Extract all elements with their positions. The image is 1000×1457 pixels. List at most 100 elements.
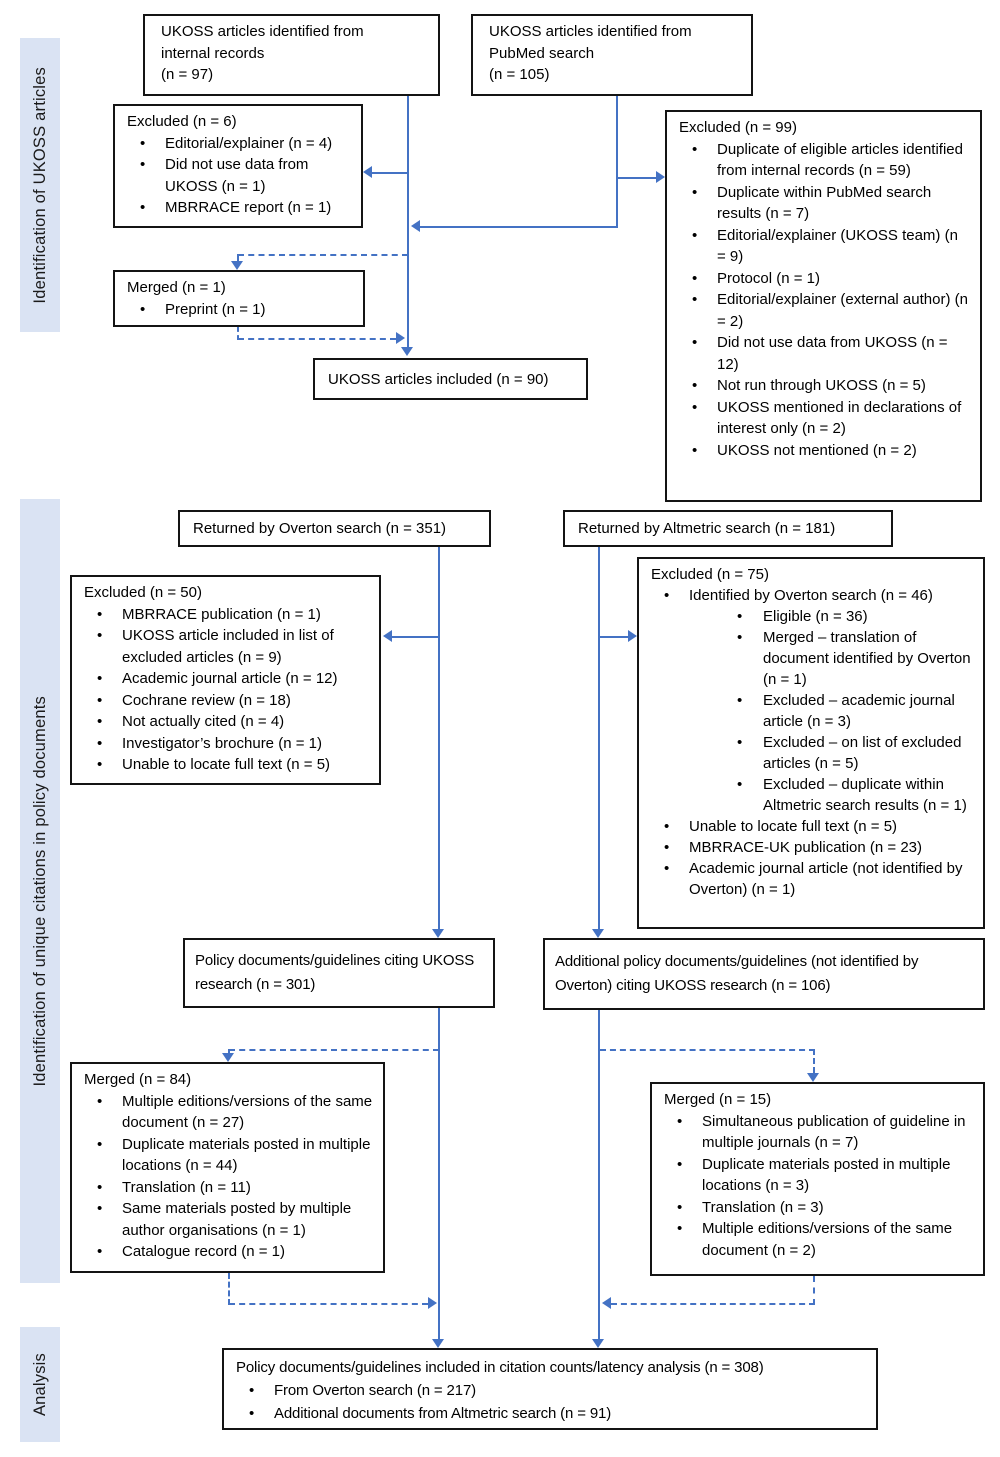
box-text: UKOSS articles included (n = 90) — [328, 370, 549, 388]
sub-bullet-item: Excluded – on list of excluded articles … — [649, 732, 973, 774]
arrowhead-merged15-return — [602, 1297, 611, 1309]
arrowhead-analysis-left — [432, 1339, 444, 1348]
dashed-to-merged1-v — [237, 254, 239, 262]
box-line: (n = 97) — [161, 66, 214, 83]
dashed-from-merged1-h — [238, 338, 396, 340]
sub-bullet-item: Eligible (n = 36) — [649, 606, 973, 627]
arrowhead-analysis-right — [592, 1339, 604, 1348]
box-title: Excluded (n = 50) — [84, 584, 202, 601]
bullet-item: Simultaneous publication of guideline in… — [662, 1111, 973, 1154]
box-ukoss-articles-included: UKOSS articles included (n = 90) — [313, 358, 588, 400]
box-title: Merged (n = 1) — [127, 279, 226, 296]
bullet-item: Did not use data from UKOSS (n = 1) — [125, 154, 351, 197]
arrowhead-pubmed-to-main — [411, 220, 420, 232]
box-additional-policy-documents-106: Additional policy documents/guidelines (… — [543, 938, 985, 1010]
bullet-item: UKOSS article included in list of exclud… — [82, 625, 369, 668]
box-title: Excluded (n = 99) — [679, 119, 797, 136]
dashed-to-merged84-v — [228, 1049, 230, 1054]
box-pubmed-search: UKOSS articles identified from PubMed se… — [471, 14, 753, 96]
bullet-item: Duplicate within PubMed search results (… — [677, 182, 970, 225]
bullet-item: Multiple editions/versions of the same d… — [82, 1091, 373, 1134]
bullet-item: Protocol (n = 1) — [677, 268, 970, 290]
stage-label: Analysis — [30, 1352, 49, 1417]
box-title: Excluded (n = 6) — [127, 113, 237, 130]
arrowhead-included90 — [401, 347, 413, 356]
bullet-item: Catalogue record (n = 1) — [82, 1241, 373, 1263]
bullet-item: Duplicate of eligible articles identifie… — [677, 139, 970, 182]
connector-pubmed-to-main — [419, 226, 617, 228]
stage-bar-identification-ukoss-articles: Identification of UKOSS articles — [20, 38, 60, 332]
arrowhead-excluded50 — [383, 630, 392, 642]
connector-to-excluded6 — [370, 172, 408, 174]
bullet-item: Not actually cited (n = 4) — [82, 711, 369, 733]
bullet-item: Translation (n = 3) — [662, 1197, 973, 1219]
connector-to-excluded75 — [600, 636, 628, 638]
arrowhead-merged15 — [807, 1073, 819, 1082]
bullet-item: MBRRACE report (n = 1) — [125, 197, 351, 219]
bullet-item: Unable to locate full text (n = 5) — [82, 754, 369, 776]
connector-policy301-down — [438, 1008, 440, 1341]
stage-label: Identification of UKOSS articles — [30, 66, 49, 304]
arrowhead-additional106 — [592, 929, 604, 938]
bullet-item: Did not use data from UKOSS (n = 12) — [677, 332, 970, 375]
arrowhead-excluded6 — [363, 166, 372, 178]
dashed-to-merged1-h — [238, 254, 408, 256]
dashed-to-merged15-h — [600, 1049, 815, 1051]
bullet-item: From Overton search (n = 217) — [234, 1379, 866, 1402]
bullet-item: Unable to locate full text (n = 5) — [649, 816, 973, 837]
box-line: (n = 105) — [489, 66, 550, 83]
arrowhead-merged84-return — [428, 1297, 437, 1309]
connector-internal-down — [407, 96, 409, 349]
box-merged-15: Merged (n = 15) Simultaneous publication… — [650, 1082, 985, 1276]
box-line: UKOSS articles identified from — [161, 23, 364, 40]
dashed-from-merged15-v — [813, 1276, 815, 1305]
bullet-item: Investigator’s brochure (n = 1) — [82, 733, 369, 755]
box-title: Merged (n = 15) — [664, 1091, 772, 1108]
connector-pubmed-down — [616, 96, 618, 228]
bullet-item: UKOSS mentioned in declarations of inter… — [677, 397, 970, 440]
dashed-from-merged15-h — [611, 1303, 815, 1305]
stage-bar-identification-citations: Identification of unique citations in po… — [20, 499, 60, 1283]
arrowhead-excluded99 — [656, 171, 665, 183]
connector-altmetric-down — [598, 547, 600, 931]
box-line: PubMed search — [489, 44, 595, 62]
box-text: Returned by Overton search (n = 351) — [193, 520, 447, 537]
bullet-item: Duplicate materials posted in multiple l… — [82, 1134, 373, 1177]
sub-bullet-item: Merged – translation of document identif… — [649, 627, 973, 690]
sub-bullet-item: Excluded – duplicate within Altmetric se… — [649, 774, 973, 816]
dashed-from-merged84-h — [229, 1303, 428, 1305]
arrowhead-merged84 — [222, 1053, 234, 1062]
bullet-item: Preprint (n = 1) — [125, 299, 353, 321]
bullet-item: UKOSS not mentioned (n = 2) — [677, 440, 970, 462]
connector-additional106-down — [598, 1010, 600, 1341]
arrowhead-merged1-return — [396, 332, 405, 344]
bullet-item: Duplicate materials posted in multiple l… — [662, 1154, 973, 1197]
box-policy-documents-301: Policy documents/guidelines citing UKOSS… — [183, 938, 495, 1008]
connector-to-excluded99 — [617, 177, 656, 179]
box-overton-search: Returned by Overton search (n = 351) — [178, 510, 491, 547]
box-analysis-included-308: Policy documents/guidelines included in … — [222, 1348, 878, 1430]
bullet-item: Editorial/explainer (external author) (n… — [677, 289, 970, 332]
box-excluded-6: Excluded (n = 6) Editorial/explainer (n … — [113, 104, 363, 228]
stage-bar-analysis: Analysis — [20, 1327, 60, 1442]
bullet-item: MBRRACE publication (n = 1) — [82, 604, 369, 626]
bullet-item: Additional documents from Altmetric sear… — [234, 1402, 866, 1425]
connector-to-excluded50 — [392, 636, 438, 638]
box-excluded-50: Excluded (n = 50) MBRRACE publication (n… — [70, 575, 381, 785]
box-line: internal records — [161, 44, 265, 62]
box-text: Additional policy documents/guidelines (… — [555, 953, 919, 994]
box-merged-1: Merged (n = 1) Preprint (n = 1) — [113, 270, 365, 327]
connector-overton-down — [438, 547, 440, 931]
box-internal-records: UKOSS articles identified from internal … — [143, 14, 440, 96]
box-excluded-75: Excluded (n = 75) Identified by Overton … — [637, 557, 985, 929]
box-title: Policy documents/guidelines included in … — [236, 1359, 764, 1376]
box-title: Merged (n = 84) — [84, 1071, 192, 1088]
bullet-item: Same materials posted by multiple author… — [82, 1198, 373, 1241]
bullet-item: Not run through UKOSS (n = 5) — [677, 375, 970, 397]
bullet-item: Editorial/explainer (UKOSS team) (n = 9) — [677, 225, 970, 268]
dashed-to-merged84-h — [229, 1049, 439, 1051]
box-line: UKOSS articles identified from — [489, 23, 692, 40]
bullet-item: Cochrane review (n = 18) — [82, 690, 369, 712]
box-text: Policy documents/guidelines citing UKOSS… — [195, 952, 475, 993]
